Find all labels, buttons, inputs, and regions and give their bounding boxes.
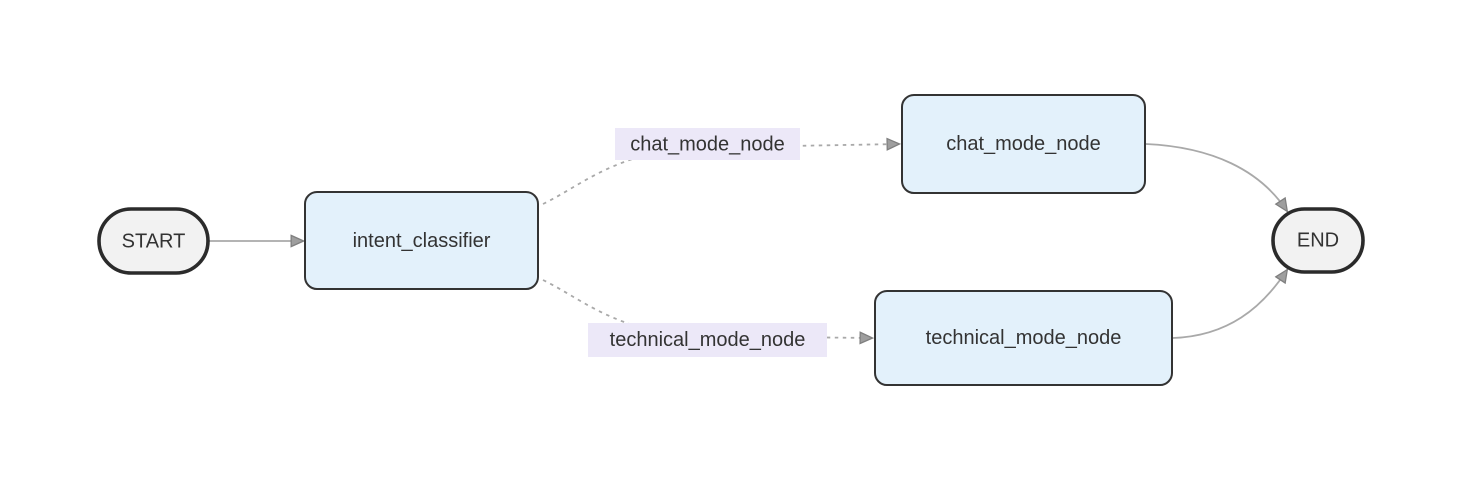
node-end-shape <box>1271 207 1365 274</box>
node-chat-mode-node: chat_mode_node <box>901 94 1146 194</box>
node-technical-mode-node-shape <box>874 290 1173 386</box>
node-end: END <box>1271 207 1365 274</box>
node-chat-mode-node-shape <box>901 94 1146 194</box>
node-intent-classifier-shape <box>304 191 539 290</box>
node-intent-classifier: intent_classifier <box>304 191 539 290</box>
edge-chat-mode-node-to-end <box>1145 143 1287 211</box>
node-start: START <box>97 207 210 275</box>
edge-label-technical-mode-node-text: technical_mode_node <box>610 329 806 351</box>
edge-label-technical-mode-node: technical_mode_node <box>588 323 827 357</box>
edge-label-chat-mode-node-text: chat_mode_node <box>630 134 785 156</box>
edge-label-chat-mode-node-bg <box>615 128 800 160</box>
node-end-label: END <box>1297 230 1339 252</box>
node-chat-mode-node-label: chat_mode_node <box>946 133 1101 155</box>
node-technical-mode-node-label: technical_mode_node <box>926 327 1122 349</box>
node-start-shape <box>97 207 210 275</box>
edge-label-technical-mode-node-bg <box>588 323 827 357</box>
node-intent-classifier-label: intent_classifier <box>353 230 491 252</box>
edge-technical-mode-node-to-end <box>1172 270 1287 339</box>
node-technical-mode-node: technical_mode_node <box>874 290 1173 386</box>
edge-label-chat-mode-node: chat_mode_node <box>615 128 800 160</box>
node-start-label: START <box>122 231 186 253</box>
